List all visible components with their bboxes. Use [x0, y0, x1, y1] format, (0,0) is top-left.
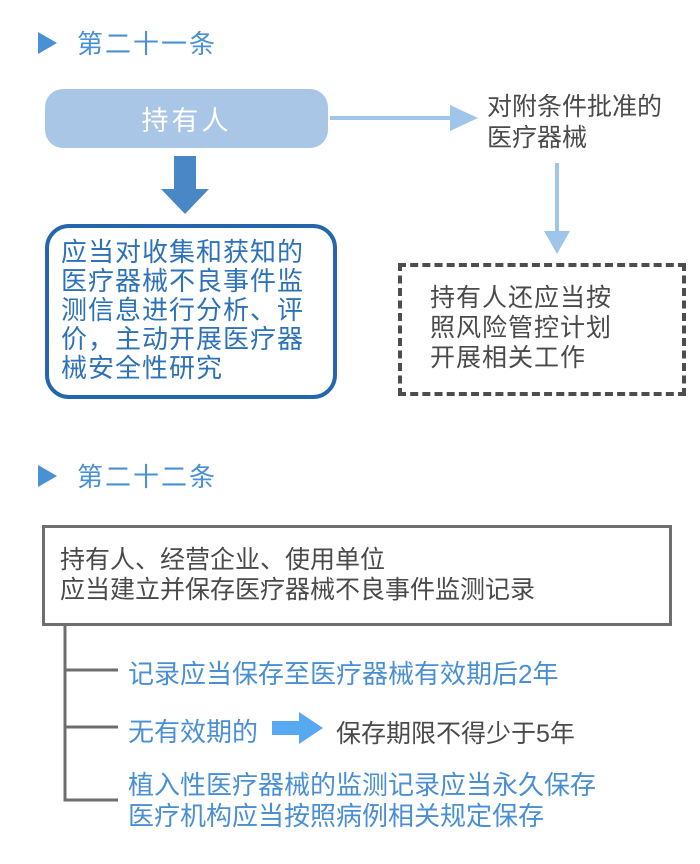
duty-line-1: 应当对收集和获知的: [61, 237, 305, 267]
article-21-heading: 第二十一条: [77, 29, 218, 59]
conditional-device-label: 对附条件批准的 医疗器械: [487, 92, 662, 154]
triangle-bullet-icon: [38, 464, 57, 487]
risk-plan-box: 持有人还应当按 照风险管控计划 开展相关工作: [398, 263, 686, 396]
conditional-to-risk-arrow: [544, 163, 570, 254]
holder-to-conditional-arrow: [330, 105, 478, 131]
conditional-device-line-2: 医疗器械: [487, 124, 588, 152]
record-line-2: 应当建立并保存医疗器械不良事件监测记录: [60, 576, 536, 604]
article-22-heading: 第二十二条: [77, 462, 218, 492]
conditional-device-line-1: 对附条件批准的: [487, 93, 663, 121]
duty-line-4: 价，主动开展医疗器: [61, 324, 305, 354]
risk-plan-line-1: 持有人还应当按: [430, 284, 613, 312]
record-keeping-box: 持有人、经营企业、使用单位 应当建立并保存医疗器械不良事件监测记录: [42, 525, 672, 626]
branch-implant-line-1: 植入性医疗器械的监测记录应当永久保存: [128, 770, 597, 800]
article-22-header: 第二十二条: [38, 457, 217, 494]
holder-to-duty-arrow: [161, 156, 209, 214]
record-branch-lines: [63, 623, 118, 802]
duty-line-3: 测信息进行分析、评: [61, 295, 305, 325]
record-line-1: 持有人、经营企业、使用单位: [60, 546, 386, 574]
holder-label: 持有人: [141, 106, 232, 136]
holder-node: 持有人: [45, 89, 328, 148]
article-21-header: 第二十一条: [38, 24, 217, 61]
branch-implant-line-2: 医疗机构应当按照病例相关规定保存: [128, 801, 545, 831]
duty-box: 应当对收集和获知的 医疗器械不良事件监 测信息进行分析、评 价，主动开展医疗器 …: [45, 224, 337, 399]
triangle-bullet-icon: [38, 31, 57, 54]
branch-no-expiry-result: 保存期限不得少于5年: [336, 720, 575, 748]
risk-plan-line-2: 照风险管控计划: [430, 314, 613, 342]
no-expiry-arrow: [272, 712, 323, 744]
risk-plan-line-3: 开展相关工作: [430, 344, 587, 372]
branch-implant-label: 植入性医疗器械的监测记录应当永久保存 医疗机构应当按照病例相关规定保存: [128, 770, 596, 832]
branch-retention-label: 记录应当保存至医疗器械有效期后2年: [128, 659, 559, 689]
branch-no-expiry-label: 无有效期的: [128, 717, 259, 747]
duty-line-5: 械安全性研究: [61, 353, 224, 383]
duty-line-2: 医疗器械不良事件监: [61, 266, 305, 296]
